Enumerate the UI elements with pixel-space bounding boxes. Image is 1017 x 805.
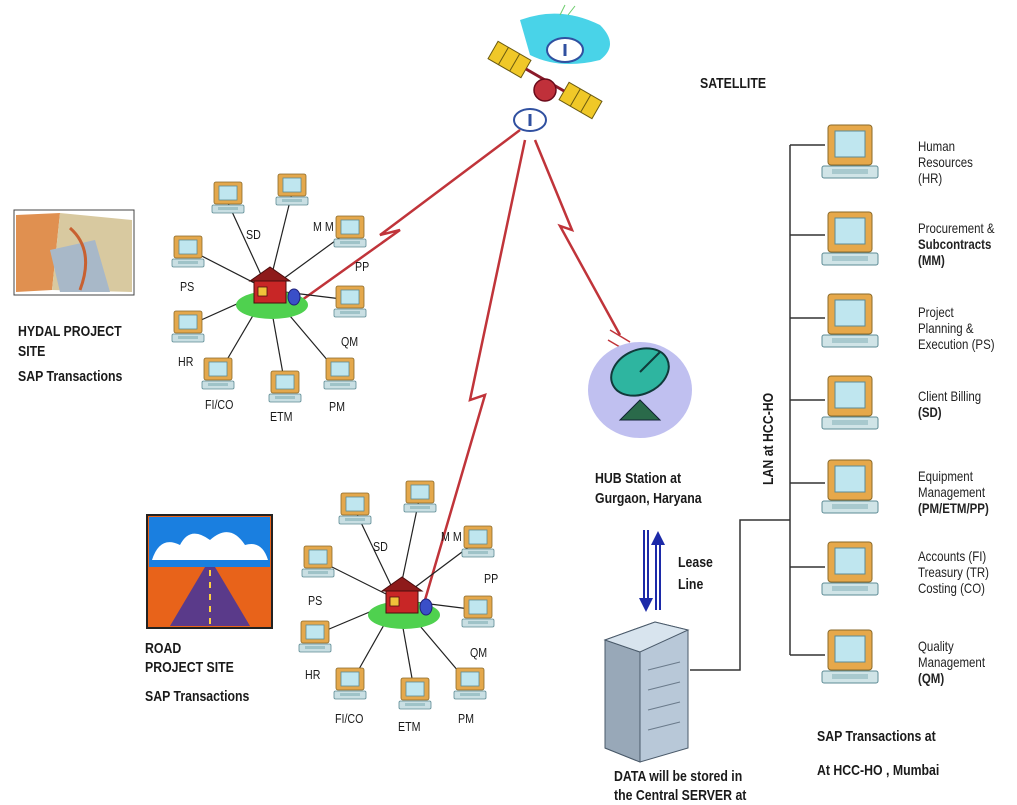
ho-module-accounts: Accounts (FI) Treasury (TR) Costing (CO) — [918, 548, 989, 596]
hydal-node-qm: QM — [341, 334, 359, 349]
ho-module-mm: Procurement & Subcontracts (MM) — [918, 220, 995, 268]
ho-pc-sd — [821, 375, 879, 430]
hydal-pc-sd — [211, 181, 245, 214]
server-note-1: DATA will be stored in — [614, 768, 743, 785]
hydal-site-title-1: HYDAL PROJECT — [18, 323, 122, 340]
road-site-caption: SAP Transactions — [145, 688, 250, 705]
road-pc-mm — [403, 480, 437, 513]
hydal-node-fico: FI/CO — [205, 397, 234, 412]
hydal-node-etm: ETM — [270, 409, 293, 424]
road-node-pm: PM — [458, 711, 474, 726]
road-node-sd: SD — [373, 539, 388, 554]
hydal-node-mm: M M — [313, 219, 334, 234]
lan-lines — [690, 144, 825, 671]
ho-module-ps: Project Planning & Execution (PS) — [918, 304, 995, 352]
road-node-hr: HR — [305, 667, 321, 682]
ho-module-hr-line2: Resources (HR) — [918, 154, 973, 187]
road-node-pp: PP — [484, 571, 499, 586]
hydal-node-pp: PP — [355, 259, 370, 274]
road-pc-sd — [338, 492, 372, 525]
hydal-pc-fico — [201, 357, 235, 390]
road-pc-hr — [298, 620, 332, 653]
ho-pc-equipment — [821, 459, 879, 514]
ho-pc-mm — [821, 211, 879, 266]
hydal-node-hr: HR — [178, 354, 194, 369]
ho-module-equipment-line2: Management — [918, 484, 986, 501]
road-node-qm: QM — [470, 645, 488, 660]
hydal-pc-etm — [268, 370, 302, 403]
road-node-ps: PS — [308, 593, 323, 608]
ho-module-mm-line3: (MM) — [918, 252, 945, 269]
hydal-site-title-2: SITE — [18, 343, 46, 360]
hydal-pc-qm — [333, 285, 367, 318]
ho-module-accounts-line2: Treasury (TR) — [918, 564, 990, 581]
hydal-node-ps: PS — [180, 279, 195, 294]
server-icon — [603, 621, 690, 763]
road-site-image — [146, 514, 273, 629]
ho-caption-2: At HCC-HO , Mumbai — [817, 762, 940, 779]
ho-pc-accounts — [821, 541, 879, 596]
ho-module-accounts-line1: Accounts (FI) — [918, 548, 987, 564]
ho-module-accounts-line3: Costing (CO) — [918, 580, 985, 597]
ho-caption-1: SAP Transactions at — [817, 728, 936, 745]
ho-module-qm-line2: Management — [918, 654, 986, 671]
lease-line-label-2: Line — [678, 576, 704, 593]
lan-label: LAN at HCC-HO — [760, 392, 777, 485]
lease-line-label-1: Lease — [678, 554, 713, 571]
ho-module-equipment: Equipment Management (PM/ETM/PP) — [918, 468, 989, 516]
ho-module-ps-line3: Execution (PS) — [918, 336, 995, 353]
road-pc-pm — [453, 667, 487, 700]
road-site-title-1: ROAD — [145, 640, 182, 657]
hydal-pc-pp — [333, 215, 367, 248]
lease-line-arrows — [639, 530, 665, 612]
ho-module-ps-line2: Planning & — [918, 320, 974, 337]
hydal-pc-mm — [275, 173, 309, 206]
hydal-pc-ps — [171, 235, 205, 268]
ho-module-equipment-line3: (PM/ETM/PP) — [918, 500, 989, 517]
hydal-site-house-icon — [235, 266, 309, 320]
road-pc-fico — [333, 667, 367, 700]
ho-module-qm-line3: (QM) — [918, 670, 945, 687]
hydal-node-pm: PM — [329, 399, 345, 414]
ho-module-qm: Quality Management (QM) — [918, 638, 985, 686]
ho-pc-hr — [821, 124, 879, 179]
ho-module-mm-line1: Procurement & — [918, 220, 995, 236]
road-site-title-2: PROJECT SITE — [145, 659, 234, 676]
road-pc-pp — [461, 525, 495, 558]
ho-pc-qm — [821, 629, 879, 684]
road-node-etm: ETM — [398, 719, 421, 734]
satellite-icon — [487, 4, 610, 132]
hub-label-1: HUB Station at — [595, 470, 682, 487]
ho-module-sd-line1: Client Billing — [918, 388, 982, 404]
hub-label-2: Gurgaon, Haryana — [595, 490, 702, 507]
road-pc-ps — [301, 545, 335, 578]
ho-module-ps-line1: Project — [918, 304, 954, 320]
ho-module-qm-line1: Quality — [918, 638, 954, 654]
ho-module-sd: Client Billing (SD) — [918, 388, 981, 420]
ho-module-equipment-line1: Equipment — [918, 468, 973, 484]
satellite-links — [294, 129, 631, 601]
satellite-label: SATELLITE — [700, 75, 767, 92]
hydal-site-image — [13, 209, 135, 296]
hydal-site-caption: SAP Transactions — [18, 368, 123, 385]
road-node-fico: FI/CO — [335, 711, 364, 726]
road-node-mm: M M — [441, 529, 462, 544]
server-note-2: the Central SERVER at — [614, 787, 747, 804]
road-pc-qm — [461, 595, 495, 628]
hydal-node-sd: SD — [246, 227, 261, 242]
hydal-pc-pm — [323, 357, 357, 390]
road-pc-etm — [398, 677, 432, 710]
ho-module-hr: Human Resources (HR) — [918, 138, 999, 186]
ho-pc-ps — [821, 293, 879, 348]
ho-module-hr-line1: Human — [918, 138, 956, 154]
ho-module-sd-line2: (SD) — [918, 404, 942, 421]
ho-module-mm-line2: Subcontracts — [918, 236, 992, 253]
hydal-pc-hr — [171, 310, 205, 343]
satellite-dish-icon — [588, 342, 692, 438]
